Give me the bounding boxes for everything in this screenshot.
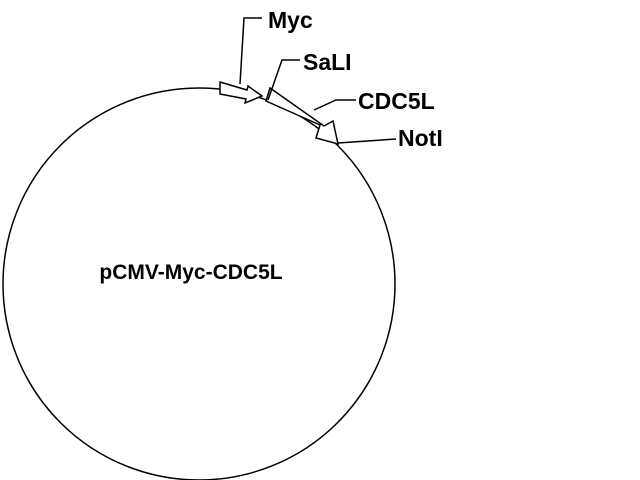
myc-tag-arrow — [219, 80, 264, 105]
cdc5l-leader-line — [313, 99, 356, 111]
myc-label: Myc — [268, 7, 313, 33]
sali-label: SaLI — [303, 49, 352, 75]
cdc5l-label: CDC5L — [358, 88, 435, 114]
plasmid-name: pCMV-Myc-CDC5L — [99, 261, 282, 284]
noti-label: NotI — [398, 125, 443, 151]
plasmid-backbone — [2, 87, 396, 480]
cdc5l-insert-arrow — [265, 86, 339, 146]
sali-leader-line — [267, 59, 300, 101]
noti-leader-line — [337, 138, 397, 144]
myc-leader-line — [239, 17, 262, 85]
